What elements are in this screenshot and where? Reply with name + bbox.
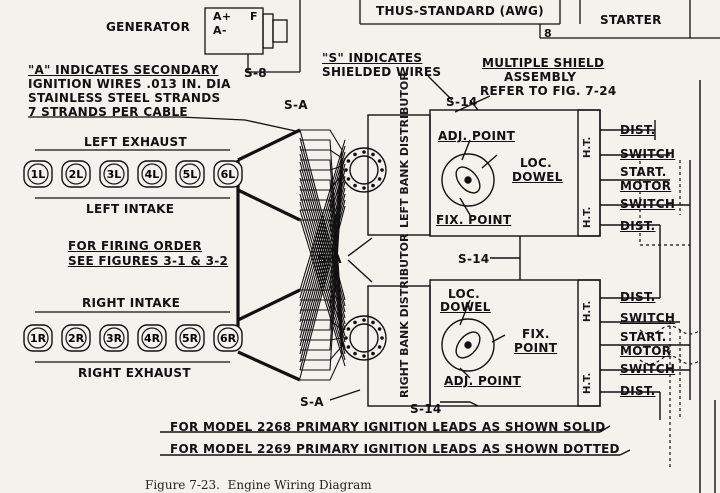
right-exhaust-label: RIGHT EXHAUST	[78, 366, 191, 380]
left-plug-6l: 6L	[213, 160, 243, 188]
generator-a-plus: A+	[213, 10, 232, 23]
right-plug-5r: 5R	[175, 324, 205, 352]
right-plug-1r: 1R	[23, 324, 53, 352]
fix-point-top: FIX. POINT	[436, 213, 512, 227]
start-top: START.	[620, 165, 667, 179]
model-2269-note: FOR MODEL 2269 PRIMARY IGNITION LEADS AS…	[170, 442, 620, 456]
adj-point-bottom: ADJ. POINT	[444, 374, 522, 388]
right-plug-4r: 4R	[137, 324, 167, 352]
right-plug-3r: 3R	[99, 324, 129, 352]
s14-top-label: S-14	[446, 95, 478, 109]
plug-label: 1L	[31, 168, 46, 181]
switch-bottom-2: SWITCH	[620, 362, 676, 376]
thus-standard-label: THUS-STANDARD (AWG)	[376, 4, 544, 18]
firing-order-line1: FOR FIRING ORDER	[68, 239, 202, 253]
left-intake-label: LEFT INTAKE	[86, 202, 175, 216]
plug-label: 5R	[182, 332, 199, 345]
sa-top-label: S-A	[284, 98, 308, 112]
left-distributor-label: LEFT BANK DISTRIBUTOR	[398, 72, 411, 228]
switch-top-2: SWITCH	[620, 197, 676, 211]
left-breaker-plate	[441, 153, 495, 207]
ht-top-2: H.T.	[582, 206, 593, 228]
starter-label: STARTER	[600, 13, 662, 27]
loc-dowel-top-2: DOWEL	[512, 170, 563, 184]
ignition-lead-fan	[299, 129, 346, 381]
plug-label: 4L	[145, 168, 160, 181]
model-2268-note: FOR MODEL 2268 PRIMARY IGNITION LEADS AS…	[170, 420, 606, 434]
firing-order-line2: SEE FIGURES 3-1 & 3-2	[68, 254, 229, 268]
right-plug-2r: 2R	[61, 324, 91, 352]
left-plug-1l: 1L	[23, 160, 53, 188]
dist-bottom-2: DIST.	[620, 384, 656, 398]
right-distributor-label: RIGHT BANK DISTRIBUTOR	[398, 233, 411, 398]
right-plug-6r: 6R	[213, 324, 243, 352]
ht-top-1: H.T.	[582, 136, 593, 158]
s-note-line2: SHIELDED WIRES	[322, 65, 442, 79]
ht-bottom-2: H.T.	[582, 372, 593, 394]
adj-point-top: ADJ. POINT	[438, 129, 516, 143]
loc-dowel-bottom-2: DOWEL	[440, 300, 491, 314]
sa-mid-label: S-A	[318, 252, 342, 266]
generator-f: F	[250, 10, 258, 23]
shield-note-line3: REFER TO FIG. 7-24	[480, 84, 617, 98]
s14-mid-label: S-14	[458, 252, 490, 266]
shield-note-line2: ASSEMBLY	[504, 70, 577, 84]
a-note-line4: 7 STRANDS PER CABLE	[28, 105, 188, 119]
left-plug-2l: 2L	[61, 160, 91, 188]
plug-label: 5L	[183, 168, 198, 181]
right-breaker-plate	[441, 318, 495, 372]
right-distributor-cap	[341, 315, 387, 361]
fix-point-bottom-2: POINT	[514, 341, 558, 355]
generator-a-minus: A-	[213, 24, 227, 37]
generator-end	[262, 13, 274, 49]
ht-bottom-1: H.T.	[582, 300, 593, 322]
plug-label: 6R	[220, 332, 237, 345]
left-plug-5l: 5L	[175, 160, 205, 188]
sa-bottom-label: S-A	[300, 395, 324, 409]
dist-bottom-1: DIST.	[620, 290, 656, 304]
generator-label: GENERATOR	[106, 20, 191, 34]
plug-label: 2L	[69, 168, 84, 181]
loc-dowel-top-1: LOC.	[520, 156, 552, 170]
wire-8-label: 8	[544, 27, 552, 40]
a-note-line1: "A" INDICATES SECONDARY	[28, 63, 219, 77]
switch-top-1: SWITCH	[620, 147, 676, 161]
plug-label: 6L	[221, 168, 236, 181]
left-plug-4l: 4L	[137, 160, 167, 188]
switch-bottom-1: SWITCH	[620, 311, 676, 325]
dist-top-2: DIST.	[620, 219, 656, 233]
dist-top-1: DIST.	[620, 123, 656, 137]
generator-pulley	[272, 19, 288, 43]
plug-label: 2R	[68, 332, 85, 345]
plug-label: 3R	[106, 332, 123, 345]
left-plug-3l: 3L	[99, 160, 129, 188]
s14-bottom-label: S-14	[410, 402, 442, 416]
right-intake-label: RIGHT INTAKE	[82, 296, 181, 310]
left-distributor-cap	[341, 147, 387, 193]
plug-label: 3L	[107, 168, 122, 181]
a-note-line3: STAINLESS STEEL STRANDS	[28, 91, 221, 105]
plug-label: 4R	[144, 332, 161, 345]
a-note-line2: IGNITION WIRES .013 IN. DIA	[28, 77, 231, 91]
start-bottom: START.	[620, 330, 667, 344]
motor-top: MOTOR	[620, 179, 672, 193]
fix-point-bottom-1: FIX.	[522, 327, 550, 341]
plug-label: 1R	[30, 332, 47, 345]
shield-note-line1: MULTIPLE SHIELD	[482, 56, 605, 70]
figure-caption: Figure 7-23. Engine Wiring Diagram	[145, 478, 372, 492]
loc-dowel-bottom-1: LOC.	[448, 287, 480, 301]
s-note-line1: "S" INDICATES	[322, 51, 423, 65]
s8-label: S-8	[244, 66, 267, 80]
motor-bottom: MOTOR	[620, 344, 672, 358]
left-exhaust-label: LEFT EXHAUST	[84, 135, 187, 149]
